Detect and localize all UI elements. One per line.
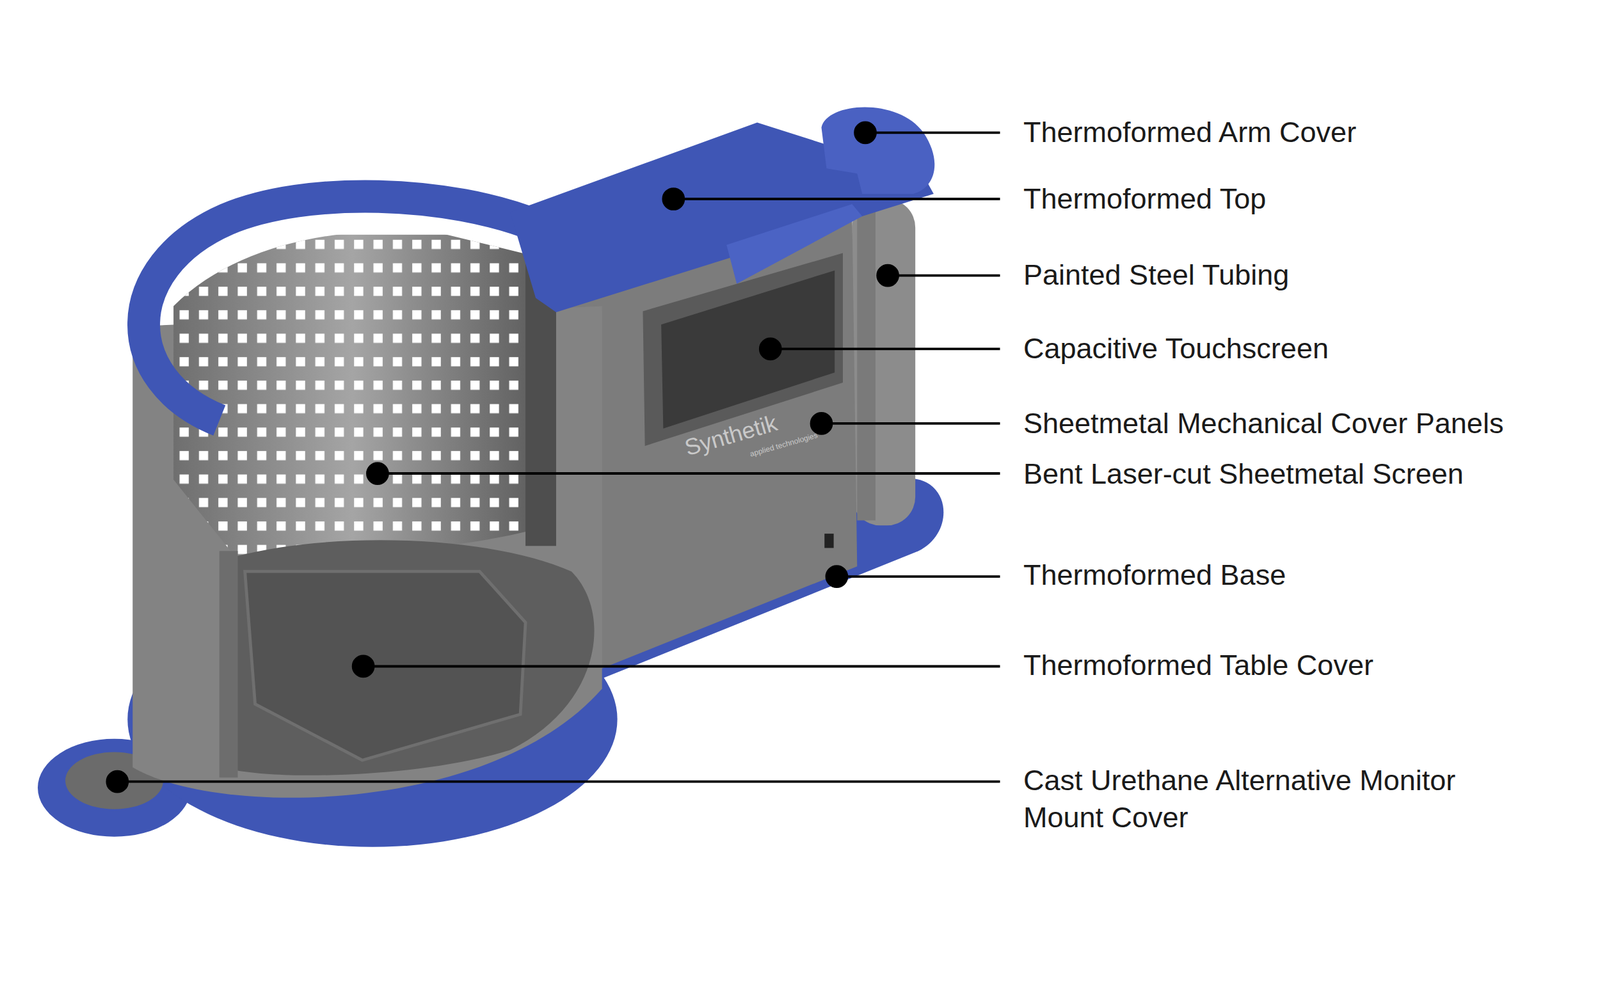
part-label: Thermoformed Base [1023, 556, 1286, 594]
part-label: Painted Steel Tubing [1023, 256, 1289, 294]
cylinder [132, 234, 602, 799]
top-cover [510, 106, 935, 313]
leader-lines [106, 122, 1000, 792]
part-label: Thermoformed Table Cover [1023, 647, 1374, 685]
part-label: Bent Laser-cut Sheetmetal Screen [1023, 455, 1464, 493]
part-label: Sheetmetal Mechanical Cover Panels [1023, 405, 1504, 443]
part-label: Capacitive Touchscreen [1023, 330, 1329, 368]
part-label: Cast Urethane Alternative Monitor Mount … [1023, 762, 1485, 837]
part-label: Thermoformed Top [1023, 180, 1266, 218]
part-label: Thermoformed Arm Cover [1023, 113, 1357, 152]
switch [824, 533, 834, 548]
steel-tubing [851, 199, 916, 526]
rim [144, 196, 539, 421]
